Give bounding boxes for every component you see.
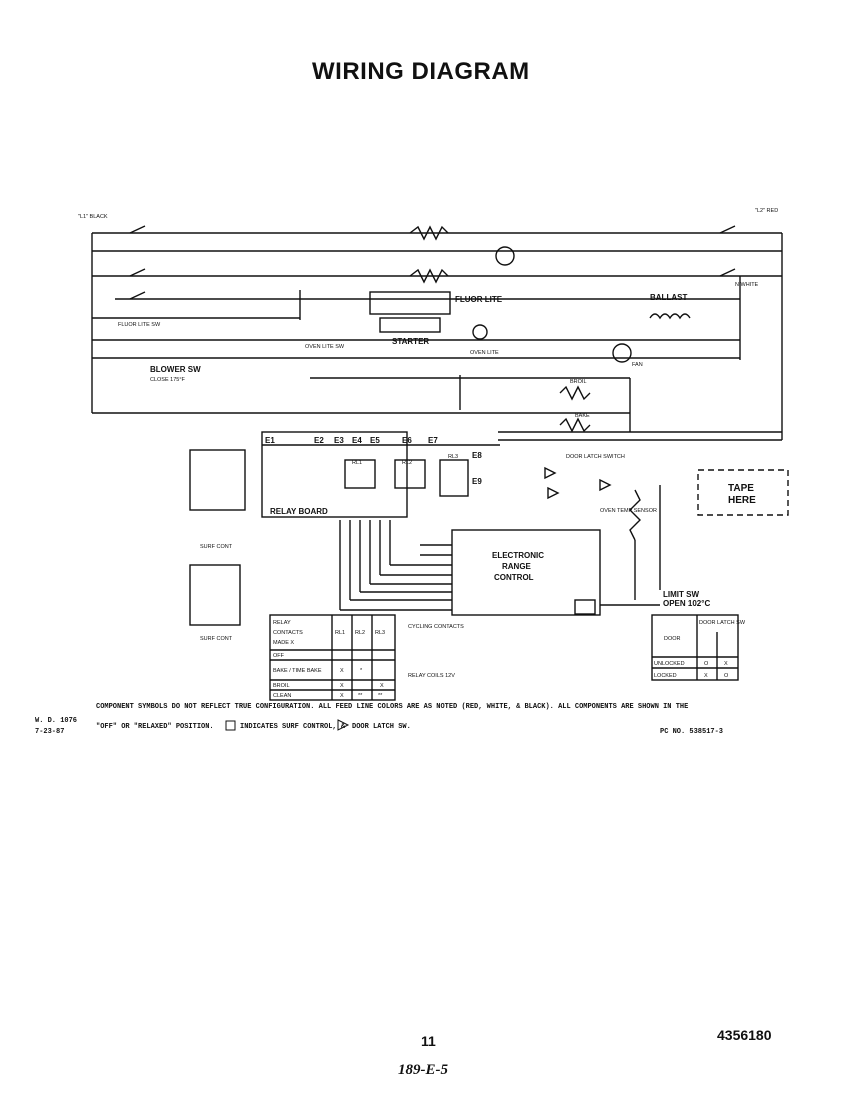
relay-table: RELAY CONTACTS MADE X RL1 RL2 RL3 OFF BA… <box>273 620 385 699</box>
svg-text:CONTACTS: CONTACTS <box>273 630 303 636</box>
erc-label-3: CONTROL <box>494 573 534 582</box>
tape-here-label-2: HERE <box>728 495 756 506</box>
surf-control-symbol <box>225 720 236 731</box>
door-table-frame <box>651 614 739 681</box>
indicates-surf-note: INDICATES SURF CONTROL, & <box>240 723 346 731</box>
document-number: 4356180 <box>717 1027 772 1043</box>
relay-table-header-rl1: RL1 <box>335 630 345 636</box>
wd-date: 7-23-87 <box>35 728 64 736</box>
e4-label: E4 <box>352 436 362 445</box>
relay-row-clean-rl3: ** <box>378 693 383 699</box>
e8-label: E8 <box>472 451 482 460</box>
relay-row-bake-rl1: X <box>340 668 344 674</box>
door-latch-note: DOOR LATCH SW. <box>352 723 411 731</box>
e3-label: E3 <box>334 436 344 445</box>
ballast-label: BALLAST <box>650 293 687 302</box>
relay-board <box>261 431 408 518</box>
relay-coils-label: RELAY COILS 12V <box>408 673 455 679</box>
pc-number: PC NO. 538517-3 <box>660 728 723 736</box>
starter-label: STARTER <box>392 337 429 346</box>
cycling-contacts-label: CYCLING CONTACTS <box>408 624 464 630</box>
e6-label: E6 <box>402 436 412 445</box>
blower-close-label: CLOSE 175°F <box>150 377 186 383</box>
l2-label: "L2" RED <box>755 208 778 214</box>
oven-lite-sw-label: OVEN LITE SW <box>305 344 345 350</box>
relay-table-header-rl3: RL3 <box>375 630 385 636</box>
relay-row-bake-rl2: * <box>360 668 363 674</box>
e2-label: E2 <box>314 436 324 445</box>
surf-cont-label-2: SURF CONT <box>200 636 233 642</box>
l1-label: "L1" BLACK <box>78 214 108 220</box>
bake-label: BAKE <box>575 413 590 419</box>
diagram-title: WIRING DIAGRAM <box>312 58 530 85</box>
door-latch-header: DOOR LATCH SW <box>699 620 746 626</box>
relay-row-clean: CLEAN <box>273 693 291 699</box>
e1-label: E1 <box>265 436 275 445</box>
relay-row-broil: BROIL <box>273 683 290 689</box>
door-table: DOOR DOOR LATCH SW UNLOCKED O X LOCKED X… <box>654 620 746 679</box>
relay-table-header-rl2: RL2 <box>355 630 365 636</box>
blower-sw-label: BLOWER SW <box>150 365 201 374</box>
door-row-unlocked: UNLOCKED <box>654 661 685 667</box>
rl3-label: RL3 <box>448 454 458 460</box>
limit-open-label: OPEN 102°C <box>663 599 710 608</box>
door-latch-symbol <box>337 719 350 731</box>
door-row-locked-b: O <box>724 673 729 679</box>
e-terminals: E1 E2 E3 E4 E5 E6 E7 E8 E9 RL1 RL2 RL3 <box>265 436 482 486</box>
relay-row-clean-rl2: ** <box>358 693 363 699</box>
e9-label: E9 <box>472 477 482 486</box>
n-label: N WHITE <box>735 282 759 288</box>
door-row-locked: LOCKED <box>654 673 677 679</box>
rl2-label: RL2 <box>402 460 412 466</box>
e7-label: E7 <box>428 436 438 445</box>
broil-label: BROIL <box>570 379 587 385</box>
limit-sw-label: LIMIT SW <box>663 590 699 599</box>
wd-ref: W. D. 1076 <box>35 717 77 725</box>
surf-cont-label-1: SURF CONT <box>200 544 233 550</box>
electronic-range-control <box>451 529 601 616</box>
erc-label-2: RANGE <box>502 562 532 571</box>
svg-text:MADE X: MADE X <box>273 640 294 646</box>
door-latch-switch-label: DOOR LATCH SWITCH <box>566 454 625 460</box>
oven-temp-sensor-label: OVEN TEMP SENSOR <box>600 508 657 514</box>
door-row-unlocked-a: O <box>704 661 709 667</box>
component-note-2: "OFF" OR "RELAXED" POSITION. <box>96 723 214 731</box>
relay-row-off: OFF <box>273 653 285 659</box>
erc-label-1: ELECTRONIC <box>492 551 544 560</box>
relay-board-label: RELAY BOARD <box>270 507 328 516</box>
e5-label: E5 <box>370 436 380 445</box>
relay-row-broil-rl1: X <box>340 683 344 689</box>
relay-row-broil-rl3: X <box>380 683 384 689</box>
tape-here-label-1: TAPE <box>728 483 754 494</box>
door-row-unlocked-b: X <box>724 661 728 667</box>
door-table-header: DOOR <box>664 636 681 642</box>
fan-label: FAN <box>632 362 643 368</box>
component-note-1: COMPONENT SYMBOLS DO NOT REFLECT TRUE CO… <box>96 703 688 711</box>
door-row-locked-a: X <box>704 673 708 679</box>
oven-lite-label: OVEN LITE <box>470 350 499 356</box>
handwritten-reference: 189-E-5 <box>398 1062 448 1078</box>
page-number: 11 <box>421 1033 436 1049</box>
relay-row-clean-rl1: X <box>340 693 344 699</box>
svg-text:RELAY: RELAY <box>273 620 291 626</box>
rl1-label: RL1 <box>352 460 362 466</box>
relay-row-bake: BAKE / TIME BAKE <box>273 668 322 674</box>
fluor-lite-label: FLUOR LITE <box>455 295 503 304</box>
fluor-lite-sw-label: FLUOR LITE SW <box>118 322 161 328</box>
